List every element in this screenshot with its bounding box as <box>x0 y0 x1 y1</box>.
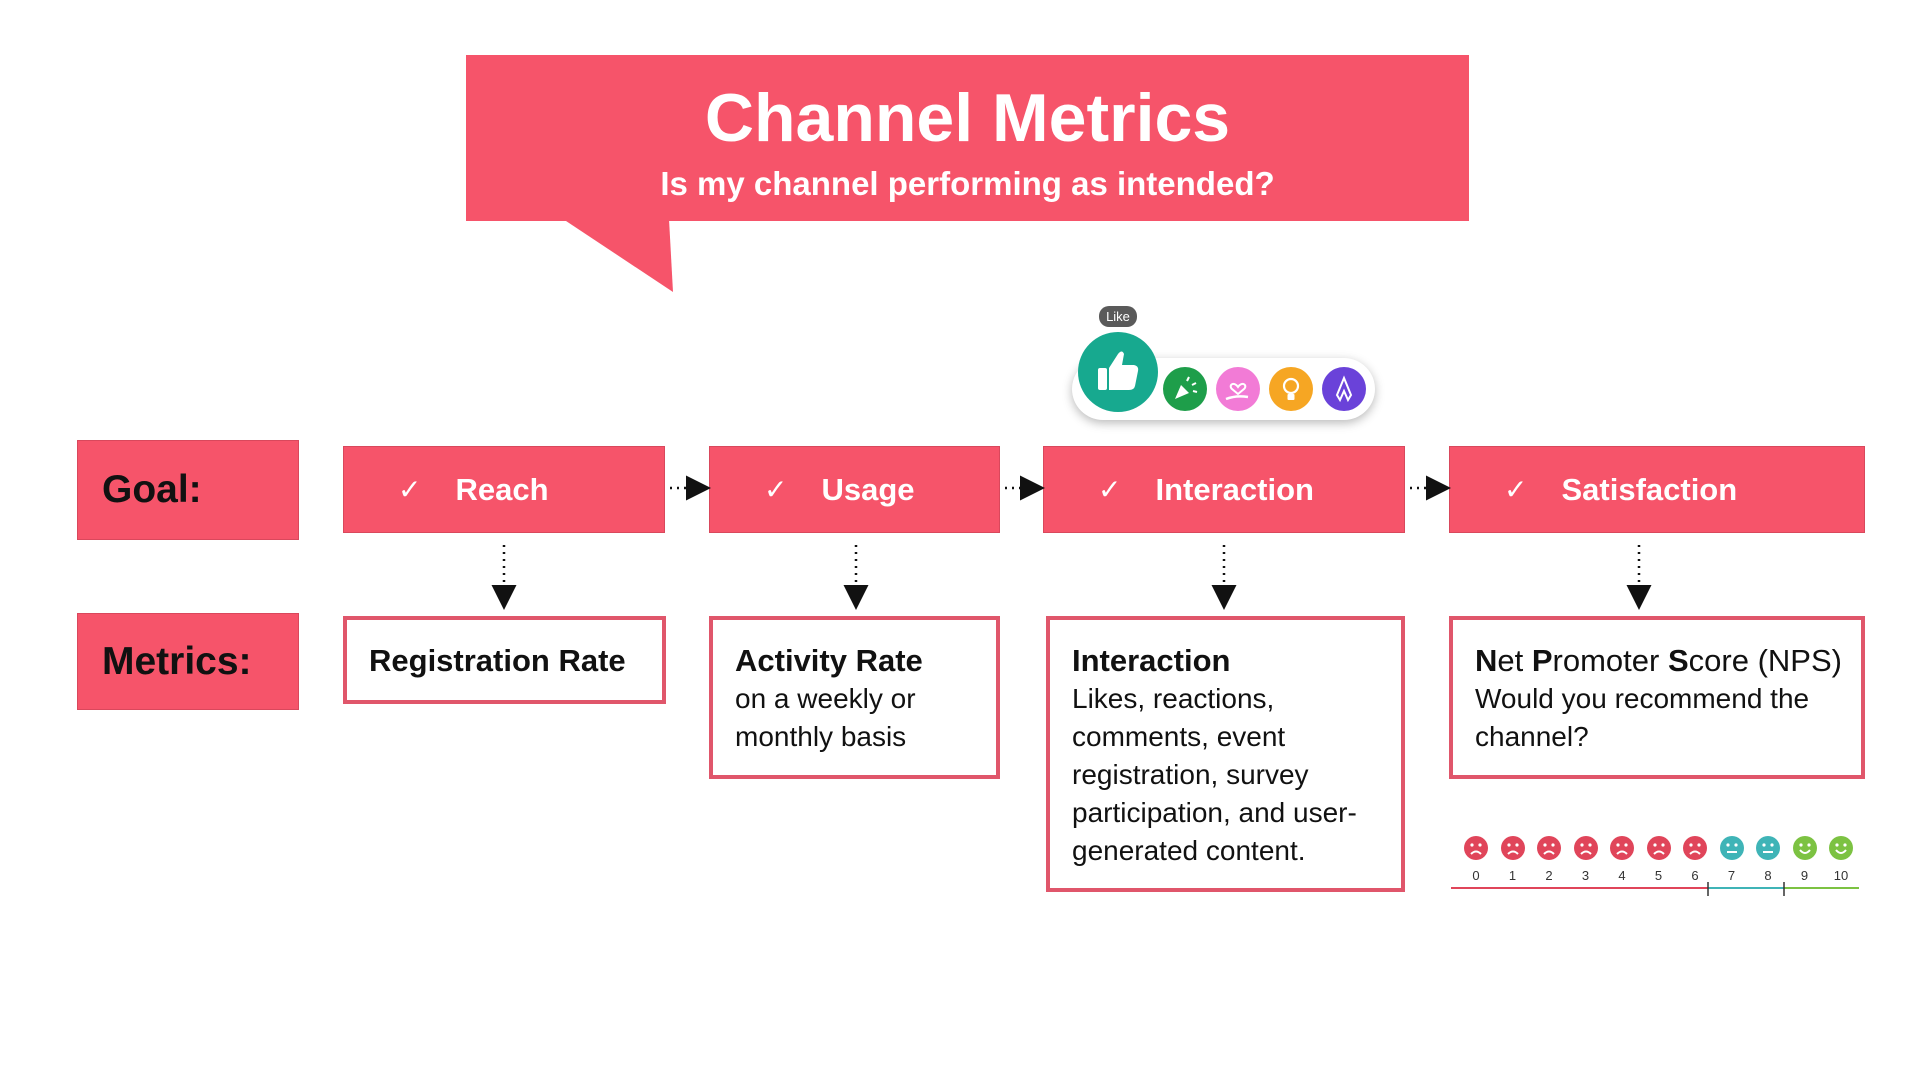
sad-face-icon <box>1646 835 1672 861</box>
goal-interaction-label: Interaction <box>1155 471 1314 507</box>
callout-tail <box>563 219 673 292</box>
metric-description: Would you recommend the channel? <box>1475 683 1810 752</box>
sad-face-icon <box>1609 835 1635 861</box>
page-title: Channel Metrics <box>704 80 1231 156</box>
like-tooltip: Like <box>1099 306 1137 327</box>
goal-reach: ✓ Reach <box>343 446 665 533</box>
metric-description: on a weekly or monthly basis <box>735 683 916 752</box>
metric-title: Net Promoter Score (NPS) <box>1475 643 1842 678</box>
sad-face-icon <box>1536 835 1562 861</box>
neutral-face-icon <box>1719 835 1745 861</box>
goal-row-label: Goal: <box>77 440 299 540</box>
sad-face-icon <box>1682 835 1708 861</box>
nps-score-label: 3 <box>1581 868 1590 883</box>
metrics-row-label: Metrics: <box>77 613 299 710</box>
sad-face-icon <box>1573 835 1599 861</box>
metric-interaction: Interaction Likes, reactions, comments, … <box>1046 616 1405 892</box>
sad-face-icon <box>1463 835 1489 861</box>
metric-nps: Net Promoter Score (NPS) Would you recom… <box>1449 616 1865 779</box>
thumbs-up-icon[interactable] <box>1078 332 1158 412</box>
happy-face-icon <box>1792 835 1818 861</box>
lightbulb-icon[interactable] <box>1269 367 1313 411</box>
goal-satisfaction: ✓ Satisfaction <box>1449 446 1865 533</box>
page-subtitle: Is my channel performing as intended? <box>660 165 1275 202</box>
nps-score-label: 1 <box>1508 868 1517 883</box>
neutral-face-icon <box>1755 835 1781 861</box>
nps-score-label: 9 <box>1800 868 1809 883</box>
metric-title: Registration Rate <box>369 643 626 678</box>
happy-face-icon <box>1828 835 1854 861</box>
metric-title: Activity Rate <box>735 643 923 678</box>
sad-face-icon <box>1500 835 1526 861</box>
nps-score-label: 0 <box>1472 868 1480 883</box>
title-callout <box>466 55 1469 221</box>
goal-usage: ✓ Usage <box>709 446 1000 533</box>
party-popper-icon[interactable] <box>1163 367 1207 411</box>
goal-usage-label: Usage <box>821 471 915 507</box>
heart-hand-icon[interactable] <box>1216 367 1260 411</box>
metric-description: Likes, reactions, comments, event regist… <box>1072 683 1357 866</box>
nps-score-label: 5 <box>1654 868 1663 883</box>
nps-score-label: 7 <box>1727 868 1736 883</box>
metrics-label-text: Metrics: <box>102 639 252 683</box>
nps-score-label: 10 <box>1833 868 1849 883</box>
nps-score-label: 2 <box>1545 868 1553 883</box>
metric-title: Interaction <box>1072 643 1231 678</box>
goal-label-text: Goal: <box>102 468 202 511</box>
check-icon: ✓ <box>1098 474 1122 505</box>
nps-score-label: 6 <box>1691 868 1699 883</box>
nps-score-label: 8 <box>1764 868 1772 883</box>
nps-score-label: 4 <box>1618 868 1626 883</box>
check-icon: ✓ <box>1504 474 1528 505</box>
nps-scale-line <box>1451 882 1859 896</box>
metric-activity-rate: Activity Rate on a weekly or monthly bas… <box>709 616 1000 779</box>
praying-hands-icon[interactable] <box>1322 367 1366 411</box>
goal-satisfaction-label: Satisfaction <box>1561 471 1738 507</box>
metric-registration-rate: Registration Rate <box>343 616 666 704</box>
goal-reach-label: Reach <box>455 471 549 507</box>
check-icon: ✓ <box>398 474 422 505</box>
check-icon: ✓ <box>764 474 788 505</box>
goal-interaction: ✓ Interaction <box>1043 446 1405 533</box>
